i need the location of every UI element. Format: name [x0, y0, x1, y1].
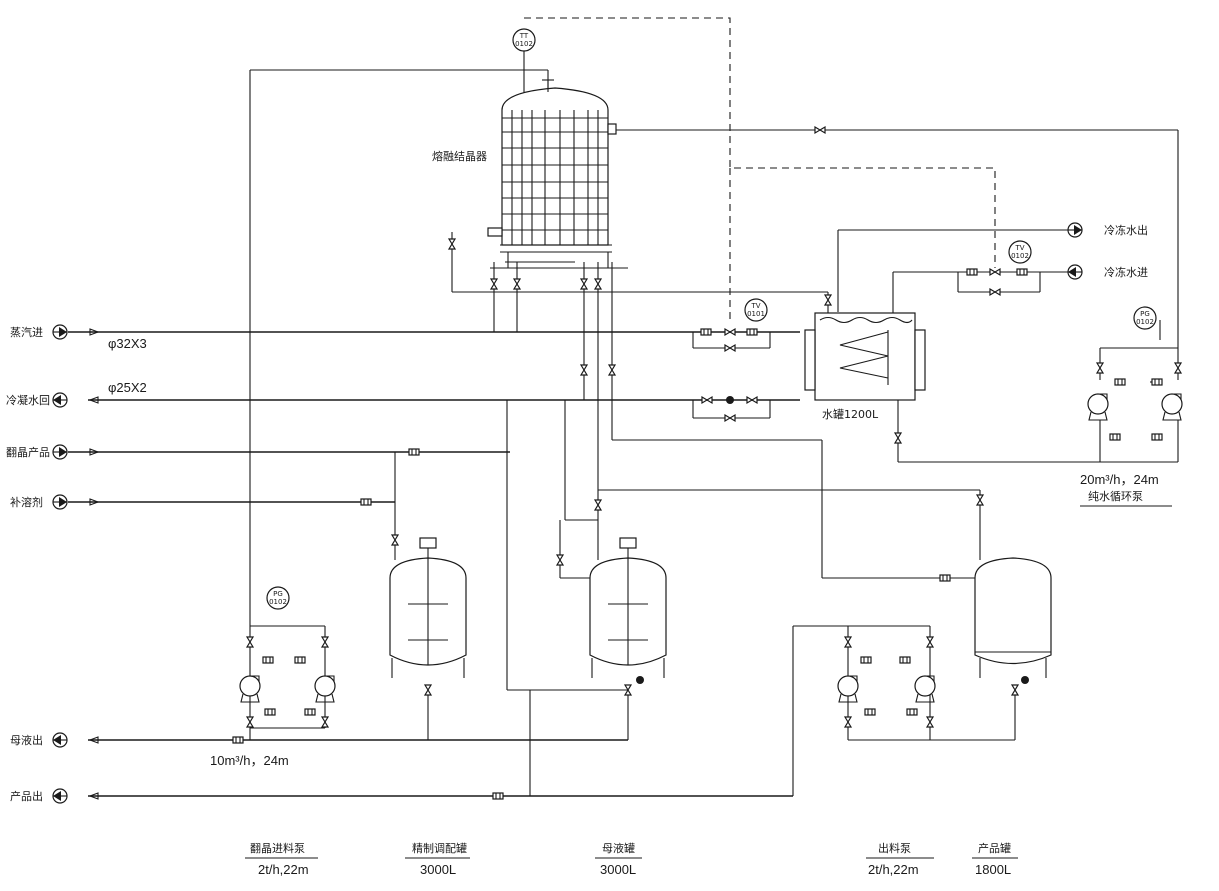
svg-text:0102: 0102 [1136, 318, 1154, 326]
blending-tank [389, 537, 467, 678]
water-pump-a [1087, 393, 1109, 421]
schedule-spec-5: 1800L [975, 862, 1011, 877]
water-tank [804, 312, 926, 401]
schedule-spec-1: 2t/h,22m [258, 862, 309, 877]
label-condensate-pipe: φ25X2 [108, 380, 147, 395]
schedule-name-5: 产品罐 [978, 841, 1011, 855]
svg-text:PG: PG [273, 590, 283, 598]
mother-liquor-tank [589, 537, 667, 684]
svg-text:0102: 0102 [269, 598, 287, 606]
svg-text:TT: TT [519, 32, 529, 40]
discharge-pump-b [914, 675, 936, 703]
label-condensate: 冷凝水回 [6, 393, 50, 407]
schedule-spec-2: 3000L [420, 862, 456, 877]
instrument-tv-0101: TV 0101 [744, 298, 768, 322]
instrument-pg-water: PG 0102 [1133, 306, 1157, 330]
label-mother-liquor-out: 母液出 [10, 733, 43, 747]
label-water-tank: 水罐1200L [822, 408, 879, 421]
label-feed-pump-rate: 10m³/h，24m [210, 753, 289, 768]
instrument-tt: TT 0102 [512, 28, 536, 52]
melt-crystallizer [487, 79, 628, 269]
pipe-network [68, 17, 1179, 800]
schedule-spec-3: 3000L [600, 862, 636, 877]
label-product-out: 产品出 [10, 789, 43, 803]
schedule-name-1: 翻晶进料泵 [250, 841, 305, 855]
valves [232, 126, 1182, 800]
schedule-name-2: 精制调配罐 [412, 842, 467, 855]
label-steam-pipe: φ32X3 [108, 336, 147, 351]
product-tank [974, 557, 1052, 684]
svg-text:0102: 0102 [1011, 252, 1029, 260]
water-pump-b [1161, 393, 1183, 421]
label-product-in: 翻晶产品 [6, 445, 50, 459]
svg-text:TV: TV [750, 302, 760, 310]
svg-text:0101: 0101 [747, 310, 765, 318]
schedule-spec-4: 2t/h,22m [868, 862, 919, 877]
labels: 蒸汽进 冷凝水回 翻晶产品 补溶剂 母液出 产品出 冷冻水出 冷冻水进 φ32X… [6, 149, 1172, 803]
label-water-pump-rate: 20m³/h，24m [1080, 472, 1159, 487]
svg-text:TV: TV [1014, 244, 1024, 252]
schedule-name-3: 母液罐 [602, 841, 635, 855]
svg-text:0102: 0102 [515, 40, 533, 48]
schedule-name-4: 出料泵 [878, 841, 911, 855]
label-chilled-out: 冷冻水出 [1104, 223, 1148, 237]
label-steam-in: 蒸汽进 [10, 325, 43, 339]
label-solvent: 补溶剂 [10, 495, 43, 509]
label-crystallizer: 熔融结晶器 [432, 149, 487, 163]
pumps [239, 393, 1183, 703]
equipment-schedule: 翻晶进料泵 2t/h,22m 精制调配罐 3000L 母液罐 3000L 出料泵… [245, 841, 1018, 877]
label-water-pump-name: 纯水循环泵 [1088, 490, 1143, 503]
label-chilled-in: 冷冻水进 [1104, 265, 1148, 279]
instrument-pg-feed: PG 0102 [266, 586, 290, 610]
crystallizer-tubes [502, 110, 608, 245]
instrument-tv-0102: TV 0102 [1008, 240, 1032, 264]
stream-terminals [52, 222, 1083, 804]
svg-text:PG: PG [1140, 310, 1150, 318]
